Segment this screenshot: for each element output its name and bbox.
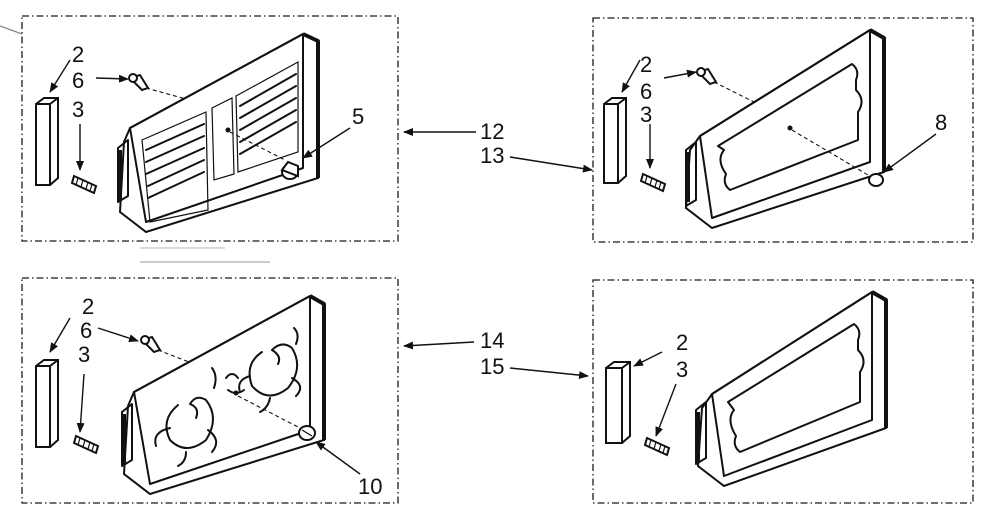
panel-top-left: 2 6 3 5 <box>21 15 399 242</box>
scan-artifacts <box>0 25 270 263</box>
pin <box>128 73 150 92</box>
panel-border <box>592 17 974 243</box>
callout-label: 2 <box>82 294 94 319</box>
end-cap <box>35 97 59 186</box>
callout-label: 3 <box>72 97 84 122</box>
end-cap <box>605 361 631 444</box>
grille-panel <box>117 32 320 234</box>
assembly-label: 12 <box>480 119 504 144</box>
assembly-label: 15 <box>480 354 504 379</box>
callout-label: 6 <box>72 68 84 93</box>
assembly-label: 14 <box>480 328 504 353</box>
end-cap <box>603 97 627 184</box>
screw <box>70 174 98 195</box>
callout-label: 5 <box>352 104 364 129</box>
scroll-panel <box>121 294 326 496</box>
callout-label: 3 <box>640 102 652 127</box>
callout-label: 2 <box>640 52 652 77</box>
callout-label: 6 <box>640 79 652 104</box>
callout-label: 3 <box>78 342 90 367</box>
callout-label: 2 <box>72 42 84 67</box>
screw <box>639 172 667 193</box>
panel-border <box>592 279 974 504</box>
callout-label: 3 <box>676 357 688 382</box>
assembly-label-13: 13 <box>480 143 593 173</box>
panel-bottom-right: 2 3 <box>592 279 974 504</box>
panel-top-right: 2 6 3 8 <box>592 17 974 243</box>
scroll-ornament <box>154 327 302 467</box>
assembly-label-15: 15 <box>480 354 589 380</box>
panel-border <box>21 15 399 242</box>
pin <box>140 335 162 354</box>
assembly-label-14: 14 <box>403 328 504 353</box>
callout-label: 6 <box>80 318 92 343</box>
knob <box>298 425 316 441</box>
pin <box>696 67 718 86</box>
assembly-label-12: 12 <box>403 119 504 144</box>
callout-label: 2 <box>676 330 688 355</box>
panel-bottom-left: 2 6 3 10 <box>21 277 399 504</box>
knob <box>868 173 884 187</box>
decor-panel <box>695 290 888 488</box>
knob <box>280 160 299 180</box>
assembly-label: 13 <box>480 143 504 168</box>
screw <box>643 436 671 457</box>
callout-label: 8 <box>935 110 947 135</box>
decor-panel <box>684 28 886 230</box>
grille-slats <box>141 60 299 223</box>
screw <box>72 434 100 455</box>
callout-label: 10 <box>358 474 382 499</box>
end-cap <box>35 359 59 448</box>
panel-border <box>21 277 399 504</box>
